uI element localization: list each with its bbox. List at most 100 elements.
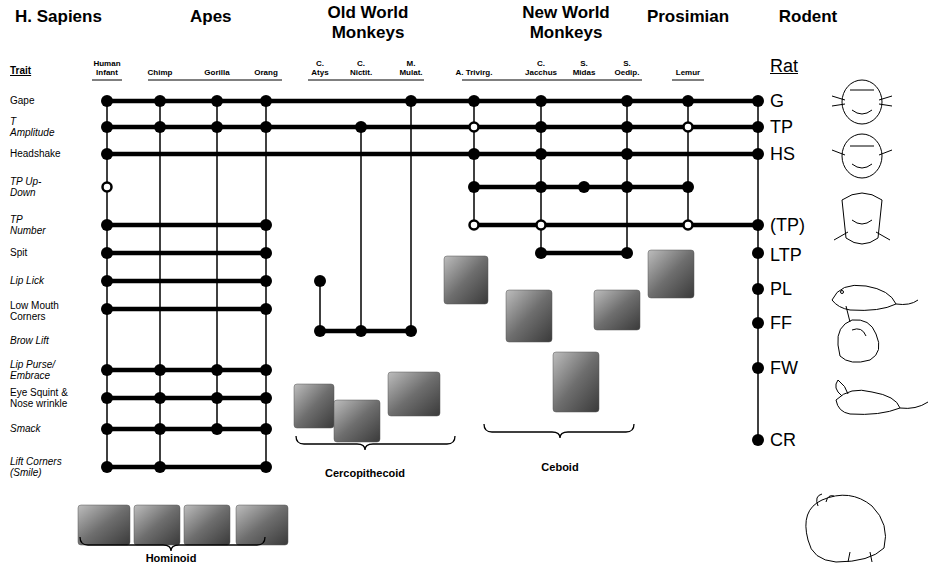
- trait-dot: [535, 148, 547, 160]
- trait-dot: [260, 364, 272, 376]
- trait-dot: [468, 148, 480, 160]
- trait-dot: [314, 325, 326, 337]
- rat-body-sketch: [838, 306, 879, 362]
- open-trait-dot: [103, 183, 112, 192]
- trait-bar: [474, 223, 758, 228]
- trait-dot: [535, 121, 547, 133]
- clade-label: Cercopithecoid: [325, 468, 405, 480]
- species-label: Orang: [254, 69, 278, 78]
- trait-header: Trait: [10, 66, 31, 77]
- species-line: [687, 101, 689, 225]
- trait-dot: [101, 392, 113, 404]
- trait-dot: [154, 364, 166, 376]
- trait-dot: [682, 181, 694, 193]
- trait-label: Eye Squint & Nose wrinkle: [10, 387, 82, 410]
- trait-dot: [260, 121, 272, 133]
- trait-dot: [752, 95, 764, 107]
- trait-bar: [107, 99, 758, 104]
- trait-dot: [101, 303, 113, 315]
- header-rule: [92, 80, 122, 81]
- trait-dot: [260, 95, 272, 107]
- clade-bracket: [296, 436, 455, 450]
- trait-dot: [101, 275, 113, 287]
- trait-label: Headshake: [10, 148, 61, 160]
- species-label: S. Midas: [569, 60, 599, 78]
- species-label: Gorilla: [204, 69, 229, 78]
- trait-dot: [621, 181, 633, 193]
- open-trait-dot: [684, 123, 693, 132]
- group-header: H. Sapiens: [15, 8, 102, 26]
- trait-dot: [211, 121, 223, 133]
- species-photo: [334, 400, 380, 442]
- trait-label: Low Mouth Corners: [10, 300, 72, 323]
- trait-dot: [154, 95, 166, 107]
- trait-bar: [541, 251, 627, 256]
- trait-dot: [578, 181, 590, 193]
- header-rule: [308, 80, 424, 81]
- trait-dot: [101, 148, 113, 160]
- trait-dot: [314, 275, 326, 287]
- rat-code: TP: [770, 118, 793, 137]
- trait-dot: [752, 434, 764, 446]
- species-photo: [388, 372, 440, 416]
- trait-dot: [154, 423, 166, 435]
- clade-label: Ceboid: [541, 462, 578, 474]
- trait-dot: [101, 423, 113, 435]
- trait-dot: [621, 121, 633, 133]
- trait-dot: [211, 423, 223, 435]
- group-header: New World Monkeys: [511, 3, 621, 42]
- trait-dot: [211, 364, 223, 376]
- open-trait-dot: [470, 221, 479, 230]
- rat-code: FW: [770, 359, 798, 378]
- trait-dot: [752, 148, 764, 160]
- trait-dot: [355, 121, 367, 133]
- trait-bar: [107, 465, 266, 470]
- group-header: Apes: [190, 8, 232, 26]
- trait-dot: [535, 181, 547, 193]
- open-trait-dot: [684, 221, 693, 230]
- rat-face-sketch: [834, 193, 890, 244]
- rat-code: FF: [770, 314, 792, 333]
- species-label: A. Trivirg.: [456, 69, 493, 78]
- trait-label: Lift Corners (Smile): [10, 456, 74, 479]
- trait-dot: [405, 325, 417, 337]
- trait-bar: [107, 251, 266, 256]
- trait-dot: [752, 283, 764, 295]
- trait-label: Smack: [10, 423, 41, 435]
- rat-body-sketch: [832, 285, 918, 310]
- trait-bar: [107, 152, 758, 157]
- trait-dot: [154, 461, 166, 473]
- trait-bar: [107, 307, 266, 312]
- trait-bar: [107, 279, 266, 284]
- species-photo: [648, 250, 694, 298]
- trait-dot: [211, 95, 223, 107]
- trait-dot: [355, 325, 367, 337]
- trait-dot: [211, 392, 223, 404]
- species-line: [410, 101, 412, 331]
- trait-label: T Amplitude: [10, 116, 56, 139]
- trait-dot: [752, 219, 764, 231]
- species-photo: [553, 352, 599, 412]
- species-photo: [184, 505, 230, 545]
- trait-dot: [621, 95, 633, 107]
- trait-bar: [107, 427, 266, 432]
- trait-dot: [535, 247, 547, 259]
- group-header: Prosimian: [647, 8, 729, 26]
- trait-bar: [107, 368, 266, 373]
- species-photo: [294, 384, 334, 428]
- trait-label: TP Number: [10, 214, 54, 237]
- species-photo: [236, 505, 288, 545]
- trait-label: Lip Lick: [10, 275, 44, 287]
- rat-code: PL: [770, 280, 792, 299]
- species-label: Chimp: [148, 69, 173, 78]
- header-rule: [148, 80, 282, 81]
- trait-dot: [682, 95, 694, 107]
- group-header: Old World Monkeys: [313, 3, 423, 42]
- species-line: [319, 281, 321, 331]
- trait-dot: [468, 181, 480, 193]
- trait-dot: [752, 362, 764, 374]
- trait-dot: [101, 364, 113, 376]
- trait-dot: [535, 95, 547, 107]
- trait-dot: [101, 219, 113, 231]
